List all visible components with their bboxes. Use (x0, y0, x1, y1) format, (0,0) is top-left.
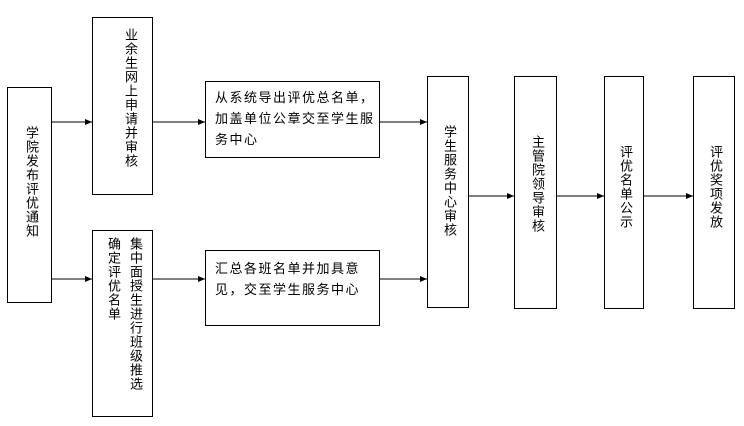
node-class-select-line2: 确定评优名单 (105, 237, 120, 321)
node-center-review: 学生服务中心审核 (427, 76, 469, 308)
node-start: 学院发布评优通知 (7, 87, 52, 303)
node-export-list: 从系统导出评优总名单，加盖单位公章交至学生服务中心 (205, 81, 380, 158)
node-center-review-label: 学生服务中心审核 (441, 125, 456, 237)
node-class-select-line1: 集中面授生进行班级推选 (127, 237, 142, 391)
node-summarize: 汇总各班名单并加具意见，交至学生服务中心 (205, 250, 380, 326)
node-class-select: 集中面授生进行班级推选 确定评优名单 (92, 230, 153, 417)
node-spare-apply-label: 业余生网上申请并审核 (122, 28, 137, 168)
node-leader-review-label: 主管院领导审核 (529, 135, 544, 233)
node-start-label: 学院发布评优通知 (23, 126, 38, 238)
node-publicize: 评优名单公示 (604, 76, 644, 309)
node-summarize-label: 汇总各班名单并加具意见，交至学生服务中心 (215, 262, 361, 298)
node-publicize-label: 评优名单公示 (617, 145, 632, 229)
node-export-list-label: 从系统导出评优总名单，加盖单位公章交至学生服务中心 (215, 91, 375, 148)
node-leader-review: 主管院领导审核 (514, 76, 557, 309)
node-award: 评优奖项发放 (693, 76, 735, 309)
node-spare-apply: 业余生网上申请并审核 (92, 17, 153, 195)
node-award-label: 评优奖项发放 (707, 145, 722, 229)
